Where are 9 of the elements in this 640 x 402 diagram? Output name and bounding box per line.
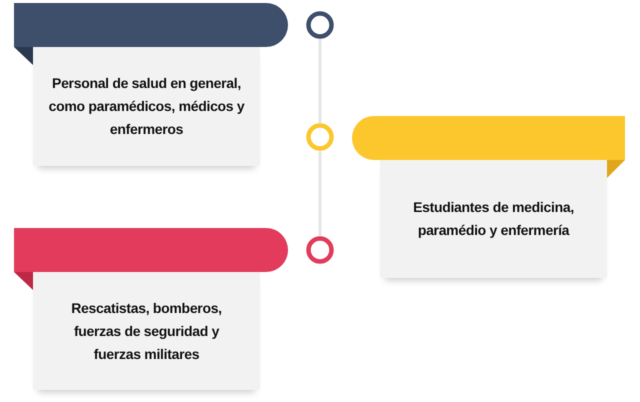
- ring-marker: [306, 123, 334, 151]
- ring-marker: [306, 11, 334, 39]
- info-card: [33, 47, 260, 166]
- ring-marker: [306, 236, 334, 264]
- info-card: [33, 272, 260, 390]
- card-text: Estudiantes de medicina, paramédio y enfermería: [412, 198, 575, 240]
- card-text: Rescatistas, bomberos, fuerzas de seguridad y fuerzas militares: [70, 298, 223, 364]
- card-text: Personal de salud en general, como paramédicos, médicos y enfermeros: [48, 74, 246, 139]
- info-card: [380, 160, 607, 278]
